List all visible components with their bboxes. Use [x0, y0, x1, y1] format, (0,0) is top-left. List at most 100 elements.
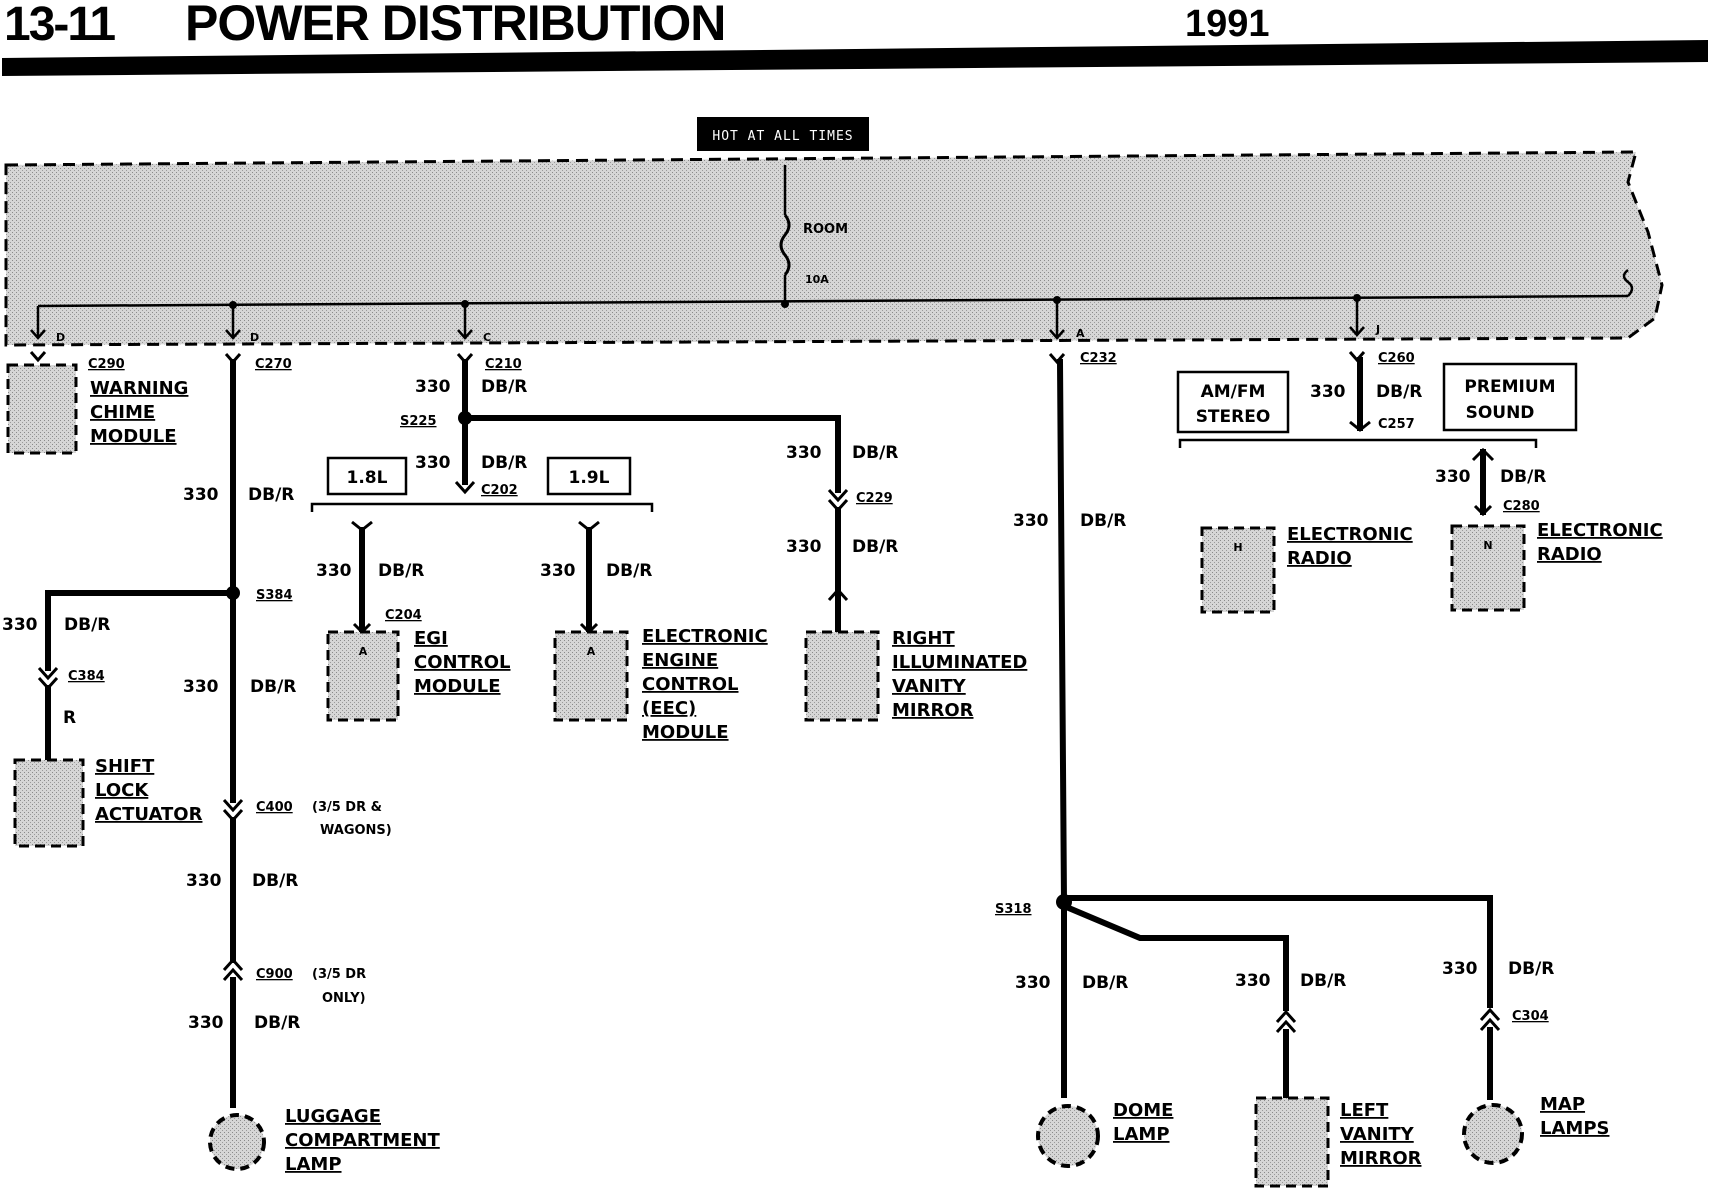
connector-c232: C232: [1080, 351, 1117, 366]
right-vanity-mirror-box: [804, 630, 880, 722]
radio-n-label-1: ELECTRONIC: [1537, 520, 1663, 541]
circuit-number: 330: [183, 677, 219, 697]
circuit-color: DB/R: [378, 561, 424, 581]
radio-h-label-1: ELECTRONIC: [1287, 524, 1413, 545]
c900-note-1: (3/5 DR: [312, 967, 366, 982]
header-rule: [2, 40, 1708, 76]
circuit-color: DB/R: [481, 377, 527, 397]
electronic-radio-n-box: [1450, 524, 1526, 612]
vanity-left-label-2: VANITY: [1340, 1124, 1415, 1145]
circuit-color: DB/R: [64, 615, 110, 635]
radio-option-bracket: [1178, 438, 1538, 448]
vanity-left-label-3: MIRROR: [1340, 1148, 1422, 1169]
circuit-color: DB/R: [250, 677, 296, 697]
connector-c202: C202: [481, 483, 518, 498]
hot-at-all-times-label: HOT AT ALL TIMES: [697, 117, 869, 151]
circuit-color: DB/R: [1082, 973, 1128, 993]
vanity-left-label-1: LEFT: [1340, 1100, 1389, 1121]
shift-lock-label-1: SHIFT: [95, 756, 155, 777]
electronic-radio-h-box: [1200, 526, 1276, 614]
shift-lock-branch: 330 DB/R C384 R SHIFT LOCK ACTUATOR: [2, 590, 236, 848]
eec-label-4: (EEC): [642, 698, 696, 719]
map-label-2: LAMPS: [1540, 1118, 1609, 1139]
circuit-color-r: R: [63, 708, 76, 728]
vanity-right-label-1: RIGHT: [892, 628, 955, 649]
circuit-number: 330: [415, 453, 451, 473]
fuse-name: ROOM: [803, 222, 848, 237]
luggage-lamp-symbol: [208, 1113, 266, 1171]
radio-h-label-2: RADIO: [1287, 548, 1352, 569]
connector-c210: C210: [485, 357, 522, 372]
fuse-panel: ROOM 10A D D C A J: [4, 150, 1664, 347]
circuit-color: DB/R: [1376, 382, 1422, 402]
circuit-number: 330: [1435, 467, 1471, 487]
egi-label-2: CONTROL: [414, 652, 511, 673]
map-label-1: MAP: [1540, 1094, 1585, 1115]
engine-option-1-9l-box: [546, 456, 632, 496]
circuit-number: 330: [786, 443, 822, 463]
map-lamps-symbol: [1462, 1103, 1524, 1165]
connector-c257: C257: [1378, 417, 1415, 432]
circuit-number: 330: [540, 561, 576, 581]
engine-option-1-8l-box: [326, 456, 408, 496]
dome-label-1: DOME: [1113, 1100, 1173, 1121]
warning-chime-label-2: CHIME: [90, 402, 155, 423]
dome-lamp-symbol: [1036, 1104, 1100, 1168]
radio-pin-n: N: [1483, 539, 1492, 552]
shift-lock-actuator-box: [13, 758, 85, 848]
circuit-color: DB/R: [248, 485, 294, 505]
connector-c260: C260: [1378, 351, 1415, 366]
engine-option-1-9l: 1.9L: [569, 468, 610, 488]
connector-c280: C280: [1503, 499, 1540, 514]
circuit-number: 330: [2, 615, 38, 635]
dome-label-2: LAMP: [1113, 1124, 1170, 1145]
vanity-right-label-3: VANITY: [892, 676, 967, 697]
radio-n-label-2: RADIO: [1537, 544, 1602, 565]
am-fm-line-2: STEREO: [1196, 407, 1271, 427]
circuit-number: 330: [183, 485, 219, 505]
circuit-color: DB/R: [1508, 959, 1554, 979]
eec-label-1: ELECTRONIC: [642, 626, 768, 647]
c400-note-2: WAGONS): [320, 823, 392, 838]
am-fm-line-1: AM/FM: [1201, 382, 1266, 402]
vanity-right-label-2: ILLUMINATED: [892, 652, 1027, 673]
circuit-color: DB/R: [254, 1013, 300, 1033]
circuit-number: 330: [1013, 511, 1049, 531]
engine-option-1-8l: 1.8L: [347, 468, 388, 488]
fuse-rating: 10A: [805, 273, 829, 286]
splice-s384: S384: [256, 588, 293, 603]
c900-note-2: ONLY): [322, 991, 366, 1006]
connector-c270: C270: [255, 357, 292, 372]
page-header: 13-11 POWER DISTRIBUTION 1991: [2, 0, 1708, 76]
pin-label-a: A: [1076, 327, 1085, 340]
pin-label-d1: D: [56, 331, 65, 344]
egi-pin-a: A: [359, 645, 368, 658]
right-vanity-branch: 330 DB/R C229 330 DB/R RIGHT ILLUMINATED…: [462, 415, 1027, 722]
vanity-right-label-4: MIRROR: [892, 700, 974, 721]
pin-label-j: J: [1375, 323, 1380, 336]
circuit-color: DB/R: [252, 871, 298, 891]
eec-pin-a: A: [587, 645, 596, 658]
eec-label-2: ENGINE: [642, 650, 718, 671]
circuit-number: 330: [415, 377, 451, 397]
circuit-color: DB/R: [1500, 467, 1546, 487]
radio-branch: C260 330 DB/R C257 AM/FM STEREO PREMIUM …: [1176, 351, 1663, 614]
warning-chime-label-3: MODULE: [90, 426, 177, 447]
premium-sound-box: [1442, 362, 1578, 432]
egi-label-1: EGI: [414, 628, 448, 649]
c400-note-1: (3/5 DR &: [312, 800, 382, 815]
option-bracket: [310, 502, 654, 512]
circuit-color: DB/R: [606, 561, 652, 581]
luggage-label-2: COMPARTMENT: [285, 1130, 440, 1151]
circuit-number: 330: [1442, 959, 1478, 979]
circuit-color: DB/R: [481, 453, 527, 473]
page-year: 1991: [1185, 3, 1270, 45]
luggage-label-1: LUGGAGE: [285, 1106, 381, 1127]
circuit-number: 330: [1235, 971, 1271, 991]
eec-module-box: [553, 630, 629, 722]
radio-pin-h: H: [1233, 541, 1242, 554]
circuit-number: 330: [188, 1013, 224, 1033]
circuit-number: 330: [1310, 382, 1346, 402]
circuit-color: DB/R: [1300, 971, 1346, 991]
